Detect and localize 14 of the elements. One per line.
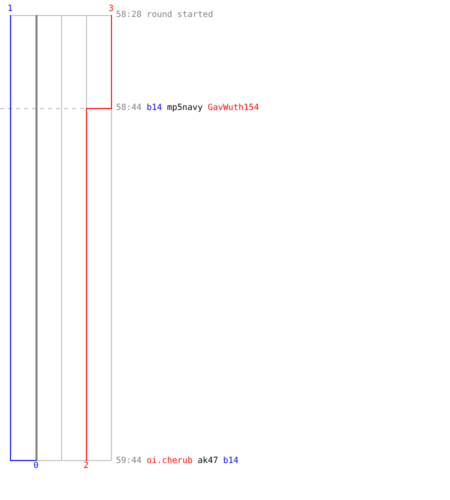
timestamp: 59:44 [116,456,142,466]
timestamp: 58:44 [116,103,142,113]
player-name: b14 [223,456,238,466]
player-name: b14 [146,103,162,113]
count-number: 1 [7,4,13,14]
count-number: 2 [83,461,89,471]
player-name: GavWuth154 [208,103,259,113]
count-number: 3 [108,4,114,14]
weapon-name: mp5navy [166,103,203,113]
event-text: round started [146,10,214,20]
player-name: oi.cherub [146,456,193,466]
count-number: 0 [33,461,39,471]
weapon-name: ak47 [198,456,218,466]
timestamp: 58:28 [116,10,142,20]
